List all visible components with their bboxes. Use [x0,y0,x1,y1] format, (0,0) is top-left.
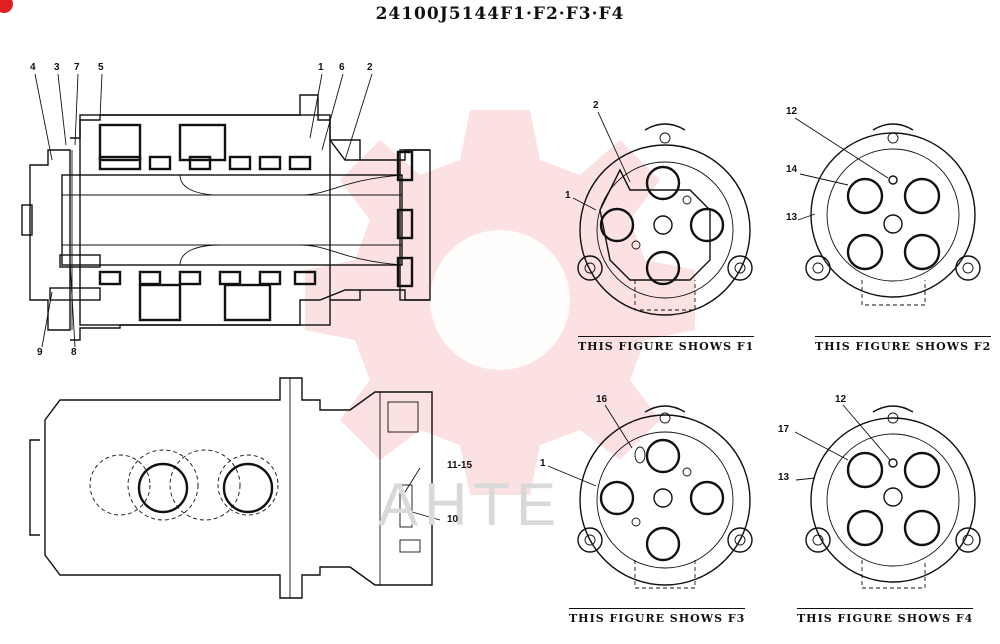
section-view [21,73,431,348]
f2-callout-14: 14 [786,164,798,175]
f3-callout-1: 1 [540,458,546,469]
callout-9: 9 [37,347,43,358]
view-f4 [794,404,981,589]
caption-f4: THIS FIGURE SHOWS F4 [797,608,974,625]
callout-3: 3 [54,62,60,73]
f4-callout-13: 13 [778,472,790,483]
callout-11-15: 11-15 [447,460,473,471]
caption-f2: THIS FIGURE SHOWS F2 [815,336,992,353]
callout-1: 1 [318,62,324,73]
callout-10: 10 [447,514,459,525]
callout-6: 6 [339,62,345,73]
f3-callout-16: 16 [596,394,608,405]
callout-4: 4 [30,62,36,73]
f4-callout-17: 17 [778,424,790,435]
callout-2: 2 [367,62,373,73]
caption-f3: THIS FIGURE SHOWS F3 [569,608,746,625]
f4-callout-12: 12 [835,394,847,405]
f2-callout-13: 13 [786,212,798,223]
watermark-gear-hole [430,230,570,370]
f1-callout-2: 2 [593,100,599,111]
drawing-title: 24100J5144F1·F2·F3·F4 [375,4,625,24]
callout-7: 7 [74,62,80,73]
corner-mark [0,0,13,13]
view-f3 [547,404,753,589]
callout-8: 8 [71,347,77,358]
watermark-text: AHTE [378,471,563,538]
external-view [29,377,441,599]
f1-callout-1: 1 [565,190,571,201]
caption-f1: THIS FIGURE SHOWS F1 [578,336,755,353]
callout-5: 5 [98,62,104,73]
view-f2 [794,117,981,306]
f2-callout-12: 12 [786,106,798,117]
view-f1 [572,111,753,316]
